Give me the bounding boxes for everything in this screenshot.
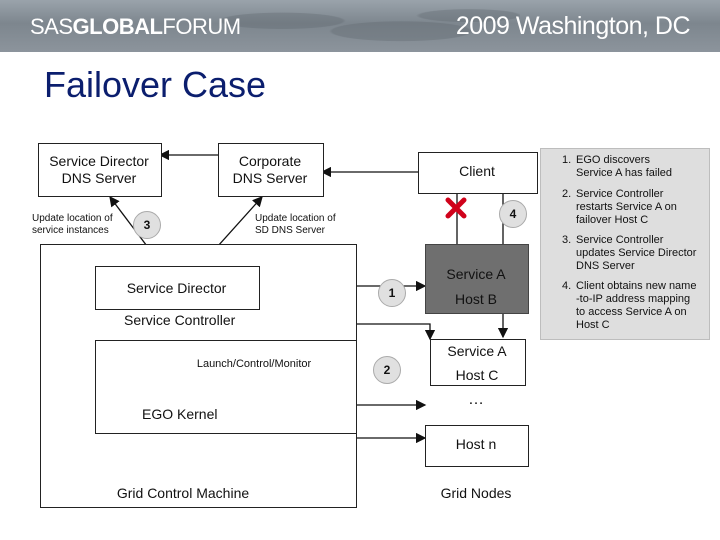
x-mark-icon xyxy=(445,197,467,219)
corporate-dns-server-box xyxy=(218,143,324,197)
corporate-dns-server-label: Corporate DNS Server xyxy=(232,153,308,186)
grid-control-machine-label: Grid Control Machine xyxy=(116,485,250,501)
world-map-graphic xyxy=(180,0,520,52)
client-label: Client xyxy=(459,163,495,179)
service-a-failed-label: Service A xyxy=(446,266,506,282)
step-badge-4: 4 xyxy=(499,200,527,228)
update-instances-label: Update location of service instances xyxy=(32,213,113,236)
step-4-number: 4. xyxy=(562,280,572,292)
step-badge-1: 1 xyxy=(378,279,406,307)
sd-dns-server-label: Service Director DNS Server xyxy=(49,153,149,186)
brand-logo: SASGLOBALFORUM xyxy=(30,14,241,39)
more-nodes-ellipsis: … xyxy=(468,391,484,408)
event-label: 2009 Washington, DC xyxy=(455,12,691,40)
service-director-label: Service Director xyxy=(126,280,227,296)
step-1-text: EGO discovers Service A has failed xyxy=(576,154,673,179)
host-b-failed-box xyxy=(425,244,529,314)
steps-panel xyxy=(540,148,710,340)
step-3-text: Service Controller updates Service Direc… xyxy=(576,234,697,272)
grid-nodes-label: Grid Nodes xyxy=(440,485,512,501)
host-n-label: Host n xyxy=(455,436,497,452)
host-n-box xyxy=(425,425,529,467)
update-sd-dns-label: Update location of SD DNS Server xyxy=(255,213,336,236)
step-2-text: Service Controller restarts Service A on… xyxy=(576,188,677,226)
slide-title: Failover Case xyxy=(44,64,267,105)
step-4-text: Client obtains new name -to-IP address m… xyxy=(576,280,697,331)
header-banner: SASGLOBALFORUM 2009 Washington, DC xyxy=(0,0,720,52)
service-controller-box xyxy=(95,340,357,434)
host-c-box xyxy=(430,339,526,386)
ego-kernel-label: EGO Kernel xyxy=(142,406,218,422)
client-box xyxy=(418,152,538,194)
step-2-number: 2. xyxy=(562,188,572,200)
service-director-box xyxy=(95,266,260,310)
sd-dns-server-box xyxy=(38,143,162,197)
service-a-new-label: Service A xyxy=(447,343,507,359)
service-controller-label: Service Controller xyxy=(124,312,236,328)
step-badge-3: 3 xyxy=(133,211,161,239)
step-3-number: 3. xyxy=(562,234,572,246)
host-b-label: Host B xyxy=(454,291,497,307)
step-1-number: 1. xyxy=(562,154,572,166)
step-badge-2: 2 xyxy=(373,356,401,384)
host-c-label: Host C xyxy=(455,367,499,383)
launch-control-monitor-label: Launch/Control/Monitor xyxy=(196,358,312,370)
